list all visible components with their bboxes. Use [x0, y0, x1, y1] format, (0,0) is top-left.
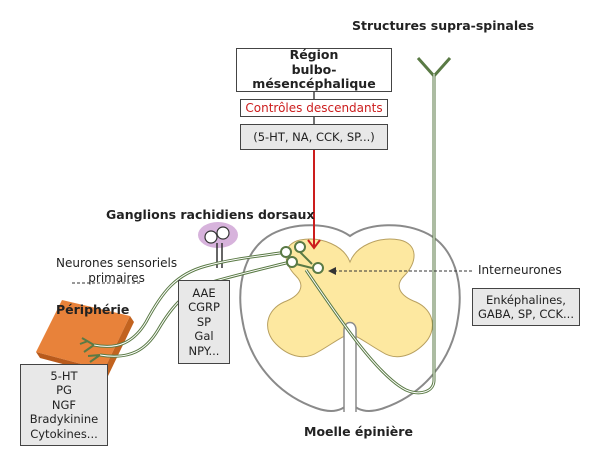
interneuron-cell [312, 262, 324, 274]
region-line2: bulbo-mésencéphalique [252, 61, 376, 92]
ganglion-mediator: SP [196, 314, 212, 329]
periphery-tissue [36, 300, 130, 370]
dorsal-ganglia-label: Ganglions rachidiens dorsaux [106, 207, 315, 222]
periphery-mediator: PG [56, 383, 72, 398]
periphery-mediator: NGF [51, 397, 77, 412]
ventral-fissure [343, 321, 357, 412]
spinal-cord-label: Moelle épinière [304, 424, 413, 439]
sensory-neurons-label: Neurones sensoriels primaires [56, 256, 177, 286]
periphery-label: Périphérie [56, 302, 130, 317]
ganglion-mediator: Gal [194, 329, 214, 344]
dorsal-neuron-2 [294, 241, 306, 253]
region-line1: Région [289, 47, 339, 63]
dorsal-neuron-1 [280, 246, 292, 258]
supra-spinal-terminal [416, 57, 452, 79]
descending-terminal [307, 239, 321, 250]
interneuron-mediator-line1: Enképhalines, [486, 292, 566, 307]
ganglion-mediator: AAE [192, 285, 216, 300]
dorsal-neuron-3 [286, 256, 298, 268]
periphery-mediator: Cytokines... [30, 426, 98, 441]
ganglion-mediators-box: AAE CGRP SP Gal NPY... [178, 280, 230, 364]
periphery-mediators-box: 5-HT PG NGF Bradykinine Cytokines... [20, 364, 108, 446]
ganglion-cell-2 [216, 226, 230, 240]
ganglion-mediator: CGRP [188, 300, 220, 315]
region-box: Région bulbo-mésencéphalique [236, 48, 392, 92]
descending-mediators-box: (5-HT, NA, CCK, SP...) [240, 124, 388, 150]
ganglion-mediator: NPY... [188, 343, 220, 358]
supra-spinal-label: Structures supra-spinales [352, 18, 535, 33]
ganglion-cell-1 [204, 230, 218, 244]
sensory-neurons-line1: Neurones sensoriels [56, 256, 178, 270]
descending-controls-box: Contrôles descendants [240, 99, 388, 117]
interneuron-mediators-box: Enképhalines, GABA, SP, CCK... [472, 288, 580, 326]
periphery-mediator: 5-HT [50, 368, 78, 383]
sensory-neurons-line2: primaires [88, 271, 145, 285]
interneurons-label: Interneurones [478, 263, 562, 277]
periphery-mediator: Bradykinine [29, 412, 99, 427]
interneuron-mediator-line2: GABA, SP, CCK... [478, 307, 574, 321]
